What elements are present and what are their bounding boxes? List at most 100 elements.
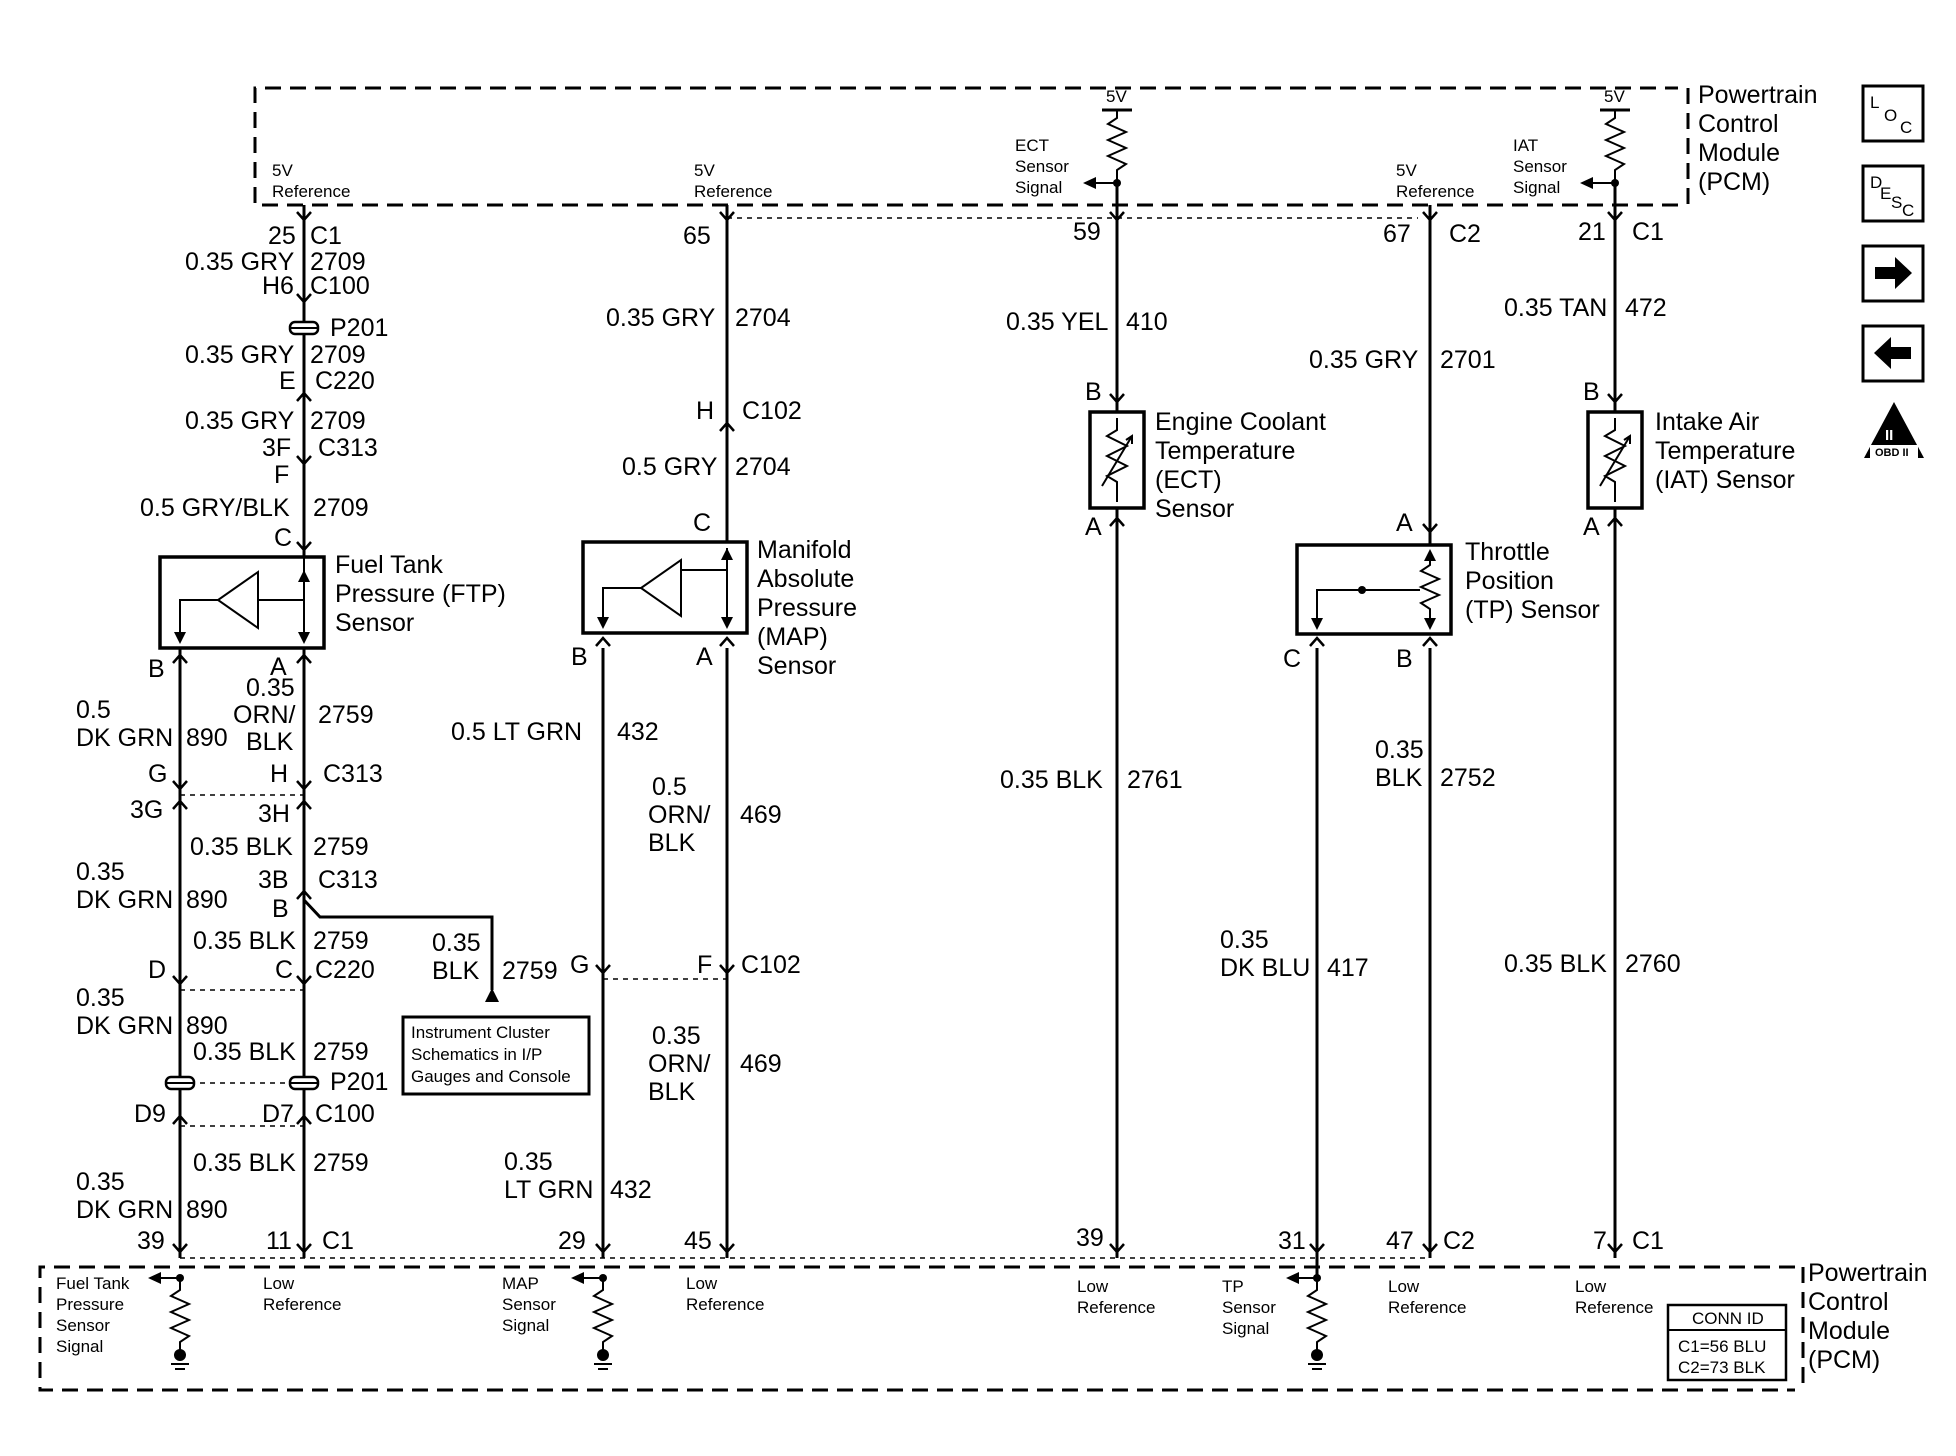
tp-sensor-label: Position <box>1465 567 1554 595</box>
connector-chevron-icon <box>296 391 312 402</box>
wire-label: 0.35 <box>1375 736 1424 764</box>
iat-signal-label: Signal <box>1513 178 1560 197</box>
obd-roman: II <box>1885 427 1893 444</box>
circuit-label: 890 <box>186 1012 228 1040</box>
circuit-label: 2701 <box>1440 346 1496 374</box>
desc-icon[interactable]: D E S C <box>1861 164 1925 223</box>
conn-id-c1: C1=56 BLU <box>1678 1337 1766 1356</box>
ect-sensor-label: Engine Coolant <box>1155 408 1326 436</box>
tp-signal-label: TP <box>1222 1277 1244 1296</box>
pcm-bottom-title: Powertrain Control Module (PCM) <box>1808 1259 1928 1374</box>
tp-signal-label: Signal <box>1222 1319 1269 1338</box>
wire-label: 0.35 BLK <box>1000 766 1103 794</box>
circuit-label: 2759 <box>313 1038 369 1066</box>
pin-label: E <box>279 367 296 395</box>
wire-label: 0.35 GRY <box>185 248 295 276</box>
ect-sensor-label: Sensor <box>1155 495 1234 523</box>
conn-id-box: CONN ID C1=56 BLU C2=73 BLK <box>1666 1303 1788 1382</box>
p201-splice <box>164 1075 320 1091</box>
ftp-column-labels: 25 C1 0.35 GRY 2709 H6 C100 P201 0.35 GR… <box>76 222 558 1255</box>
wire-label: 0.5 GRY <box>622 453 718 481</box>
pin-label: D <box>148 956 166 984</box>
connector-chevron-icon <box>595 636 611 647</box>
pin-label: B <box>1396 645 1413 673</box>
pin-label: 3B <box>258 866 289 894</box>
circuit-label: 2759 <box>313 833 369 861</box>
circuit-label: 472 <box>1625 294 1667 322</box>
tp-5v-ref-label: Reference <box>1396 182 1474 201</box>
connector-label: C313 <box>318 434 378 462</box>
wire-label: 0.35 BLK <box>193 1038 296 1066</box>
map-signal-label: Signal <box>502 1316 549 1335</box>
tp-sensor <box>1295 543 1453 636</box>
pin-label: 67 <box>1383 220 1411 248</box>
circuit-label: 890 <box>186 1196 228 1224</box>
map-sensor-label: (MAP) <box>757 623 828 651</box>
pin-label: 39 <box>137 1227 165 1255</box>
tp-sensor-label: Throttle <box>1465 538 1550 566</box>
connector-chevron-icon <box>1607 211 1623 222</box>
pin-label: G <box>570 951 589 979</box>
wire-label: BLK <box>246 728 294 756</box>
ftp-sensor-label: Fuel Tank <box>335 551 443 579</box>
iat-5v-label: 5V <box>1604 87 1625 106</box>
circuit-label: 890 <box>186 886 228 914</box>
conn-id-c2: C2=73 BLK <box>1678 1358 1766 1377</box>
pin-label: 59 <box>1073 218 1101 246</box>
ect-5v-label: 5V <box>1106 87 1127 106</box>
pcm-bottom-title-line: Control <box>1808 1288 1889 1316</box>
iat-sensor-label: (IAT) Sensor <box>1655 466 1795 494</box>
map-sensor-label: Sensor <box>757 652 836 680</box>
circuit-label: 2709 <box>313 494 369 522</box>
circuit-label: 410 <box>1126 308 1168 336</box>
pin-label: 31 <box>1278 1227 1306 1255</box>
connector-chevrons <box>172 211 1623 1254</box>
connector-chevron-icon <box>1422 211 1438 222</box>
circuit-label: 469 <box>740 1050 782 1078</box>
pin-label: F <box>274 461 289 489</box>
pin-label: A <box>1583 513 1600 541</box>
wire-label: 0.35 BLK <box>193 1149 296 1177</box>
prev-page-arrow-icon[interactable] <box>1861 324 1925 383</box>
pcm-top-title: Powertrain Control Module (PCM) <box>1698 81 1818 196</box>
connector-chevron-icon <box>296 653 312 664</box>
ftp-signal-label: Pressure <box>56 1295 124 1314</box>
wire-label: 0.35 <box>76 984 125 1012</box>
pcm-top-title-line: Powertrain <box>1698 81 1818 109</box>
wire-label: 0.35 <box>1220 926 1269 954</box>
low-ref-label: Reference <box>686 1295 764 1314</box>
tp-sensor-label: (TP) Sensor <box>1465 596 1600 624</box>
pcm-top-box <box>253 86 1690 207</box>
map-sensor-label: Absolute <box>757 565 854 593</box>
wire-label: DK GRN <box>76 1012 173 1040</box>
map-5v-ref-label: 5V <box>694 161 715 180</box>
connector-chevron-icon <box>1309 636 1325 647</box>
connector-chevron-icon <box>719 1243 735 1254</box>
ect-column-labels: 59 0.35 YEL 410 B A 0.35 BLK 2761 39 <box>1000 218 1183 1252</box>
next-page-arrow-icon[interactable] <box>1861 244 1925 303</box>
pin-label: 25 <box>268 222 296 250</box>
wire-label: 0.35 GRY <box>606 304 716 332</box>
circuit-label: 2759 <box>318 701 374 729</box>
map-column-labels: 65 0.35 GRY 2704 H C102 0.5 GRY 2704 C B… <box>451 222 802 1255</box>
connector-label: C2 <box>1449 220 1481 248</box>
ftp-signal-label: Fuel Tank <box>56 1274 130 1293</box>
tp-signal-pulldown <box>1286 1272 1329 1370</box>
splice-label: P201 <box>330 1068 388 1096</box>
pin-label: C <box>693 509 711 537</box>
connector-chevron-icon <box>296 780 312 791</box>
connector-label: C2 <box>1443 1227 1475 1255</box>
low-ref-label: Low <box>1077 1277 1109 1296</box>
pin-label: C <box>275 956 293 984</box>
connector-chevron-icon <box>595 1243 611 1254</box>
wire-label: ORN/ <box>648 801 711 829</box>
map-5v-ref-label: Reference <box>694 182 772 201</box>
pin-label: A <box>1396 509 1413 537</box>
connector-chevron-icon <box>296 1243 312 1254</box>
connector-chevron-icon <box>172 1243 188 1254</box>
low-ref-label: Reference <box>1575 1298 1653 1317</box>
wire-label: DK GRN <box>76 886 173 914</box>
pcm-top-title-line: Control <box>1698 110 1779 138</box>
connector-chevron-icon <box>296 455 312 466</box>
loc-icon[interactable]: L O C <box>1861 84 1925 143</box>
